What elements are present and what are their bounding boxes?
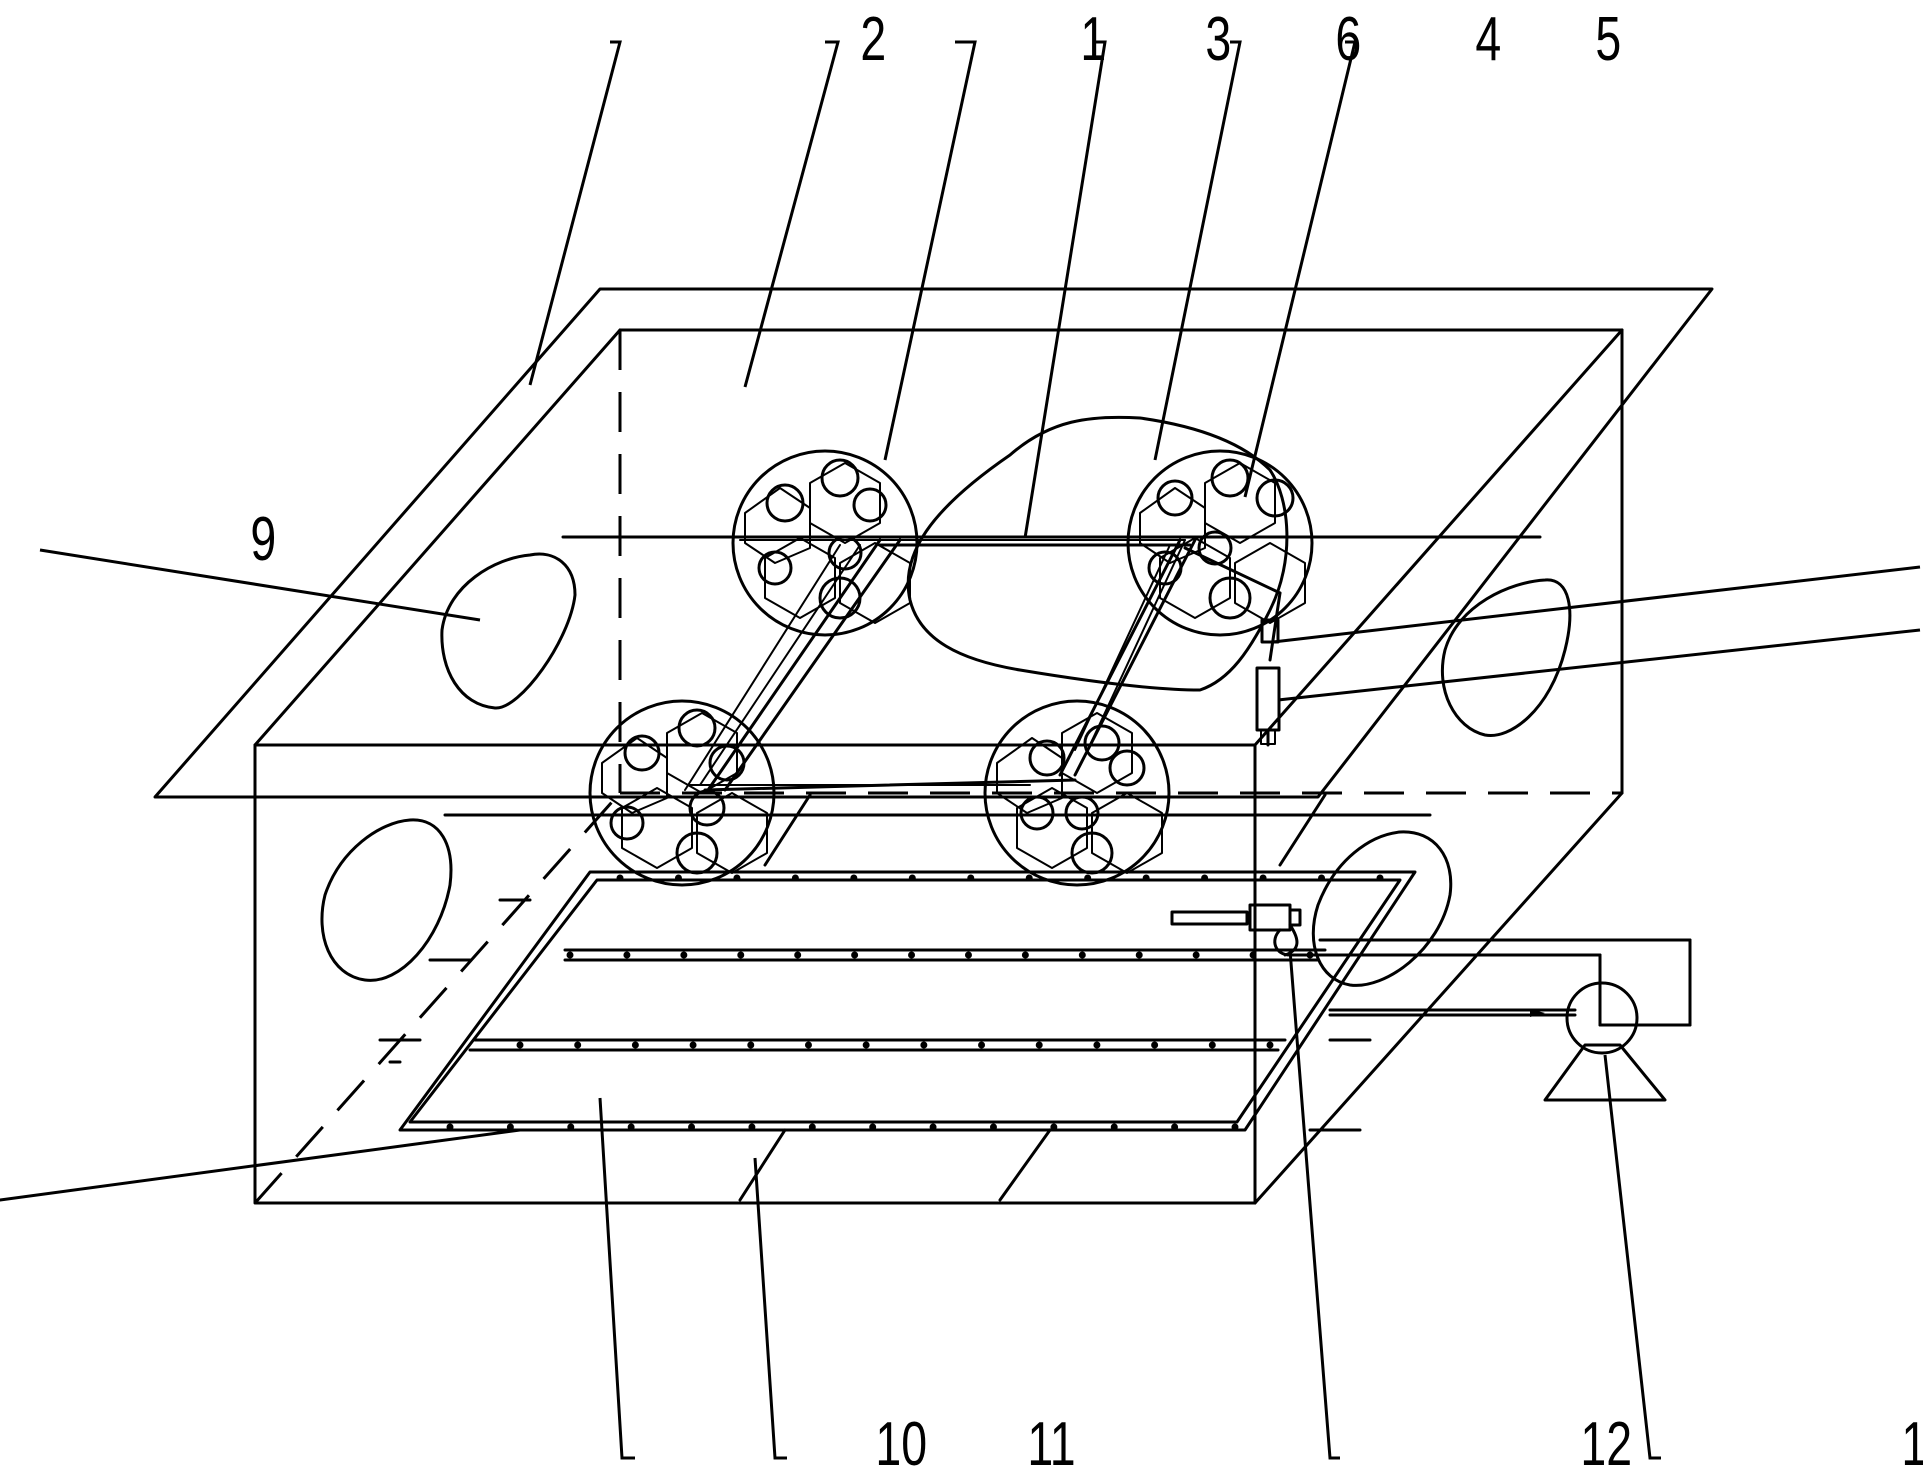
- tray-hole: [794, 951, 802, 959]
- tray-hole: [978, 1041, 986, 1049]
- tray-hole: [627, 1123, 635, 1131]
- tray-hole: [1192, 951, 1200, 959]
- tray-hole: [506, 1123, 514, 1131]
- label-2: 2: [860, 3, 886, 73]
- leader-lines: [39, 40, 1921, 1460]
- tray-hole: [689, 1041, 697, 1049]
- tray-hole: [574, 1041, 582, 1049]
- wheel-top-left: [731, 449, 919, 637]
- tray-hole: [1151, 1041, 1159, 1049]
- tray-hole: [964, 951, 972, 959]
- tray-hole: [908, 874, 916, 882]
- tray-hole: [850, 874, 858, 882]
- actuator: [1183, 546, 1282, 747]
- tray-hole: [1171, 1123, 1179, 1131]
- tray-hole: [623, 951, 631, 959]
- tray-hole: [747, 1041, 755, 1049]
- wheel-bottom-left: [588, 699, 776, 887]
- tray-hole: [748, 1123, 756, 1131]
- tray-hole: [869, 1123, 877, 1131]
- label-1: 1: [1080, 3, 1106, 73]
- box-body: [253, 328, 1624, 1205]
- label-5: 5: [1595, 3, 1621, 73]
- tray-hole: [516, 1041, 524, 1049]
- tray-hole: [1259, 874, 1267, 882]
- tray-hole: [446, 1123, 454, 1131]
- tray-hole: [791, 874, 799, 882]
- tray-hole: [1078, 951, 1086, 959]
- tray-hole: [1142, 874, 1150, 882]
- tray-hole: [733, 874, 741, 882]
- label-3: 3: [1205, 3, 1231, 73]
- reference-labels: 2 1 3 6 4 5 9 8 7 10 11 12 13: [250, 3, 1923, 1470]
- tray-hole: [566, 951, 574, 959]
- tray-hole: [1110, 1123, 1118, 1131]
- tray-hole: [1208, 1041, 1216, 1049]
- tray-hole: [737, 951, 745, 959]
- top-plate: [153, 287, 1714, 799]
- tray-hole: [1021, 951, 1029, 959]
- label-10: 10: [875, 1408, 927, 1470]
- tray-hole: [674, 874, 682, 882]
- tray-hole: [1249, 951, 1257, 959]
- tray-hole: [1035, 1041, 1043, 1049]
- rails: [443, 535, 1542, 817]
- tray-hole: [567, 1123, 575, 1131]
- tray-hole: [1231, 1123, 1239, 1131]
- pump-system: [1170, 903, 1692, 1102]
- label-6: 6: [1335, 3, 1361, 73]
- tray-hole: [1266, 1041, 1274, 1049]
- tray-hole: [851, 951, 859, 959]
- label-11: 11: [1027, 1408, 1075, 1470]
- wheel-top-right: [1126, 449, 1314, 637]
- tray-hole: [616, 874, 624, 882]
- tray-hole: [908, 951, 916, 959]
- tray-hole: [680, 951, 688, 959]
- label-9: 9: [250, 503, 276, 573]
- tray-hole: [804, 1041, 812, 1049]
- tray-hole: [1135, 951, 1143, 959]
- tray-hole: [1201, 874, 1209, 882]
- tray-hole: [920, 1041, 928, 1049]
- tray-hole: [862, 1041, 870, 1049]
- tray-hole: [631, 1041, 639, 1049]
- tray-hole: [1318, 874, 1326, 882]
- tray-hole: [929, 1123, 937, 1131]
- tray-hole: [1084, 874, 1092, 882]
- tray-hole: [967, 874, 975, 882]
- tray-hole: [1093, 1041, 1101, 1049]
- tray-hole: [1376, 874, 1384, 882]
- label-12: 12: [1580, 1408, 1632, 1470]
- tray-assembly: [0, 793, 1417, 1202]
- tray-hole: [808, 1123, 816, 1131]
- label-13: 13: [1901, 1408, 1923, 1470]
- oval-openings: [320, 552, 1572, 987]
- pump: [1565, 981, 1639, 1055]
- tray-hole: [1050, 1123, 1058, 1131]
- tray-hole: [1025, 874, 1033, 882]
- tray-hole: [989, 1123, 997, 1131]
- wheel-bottom-right: [983, 699, 1171, 887]
- label-4: 4: [1475, 3, 1501, 73]
- tray-hole: [688, 1123, 696, 1131]
